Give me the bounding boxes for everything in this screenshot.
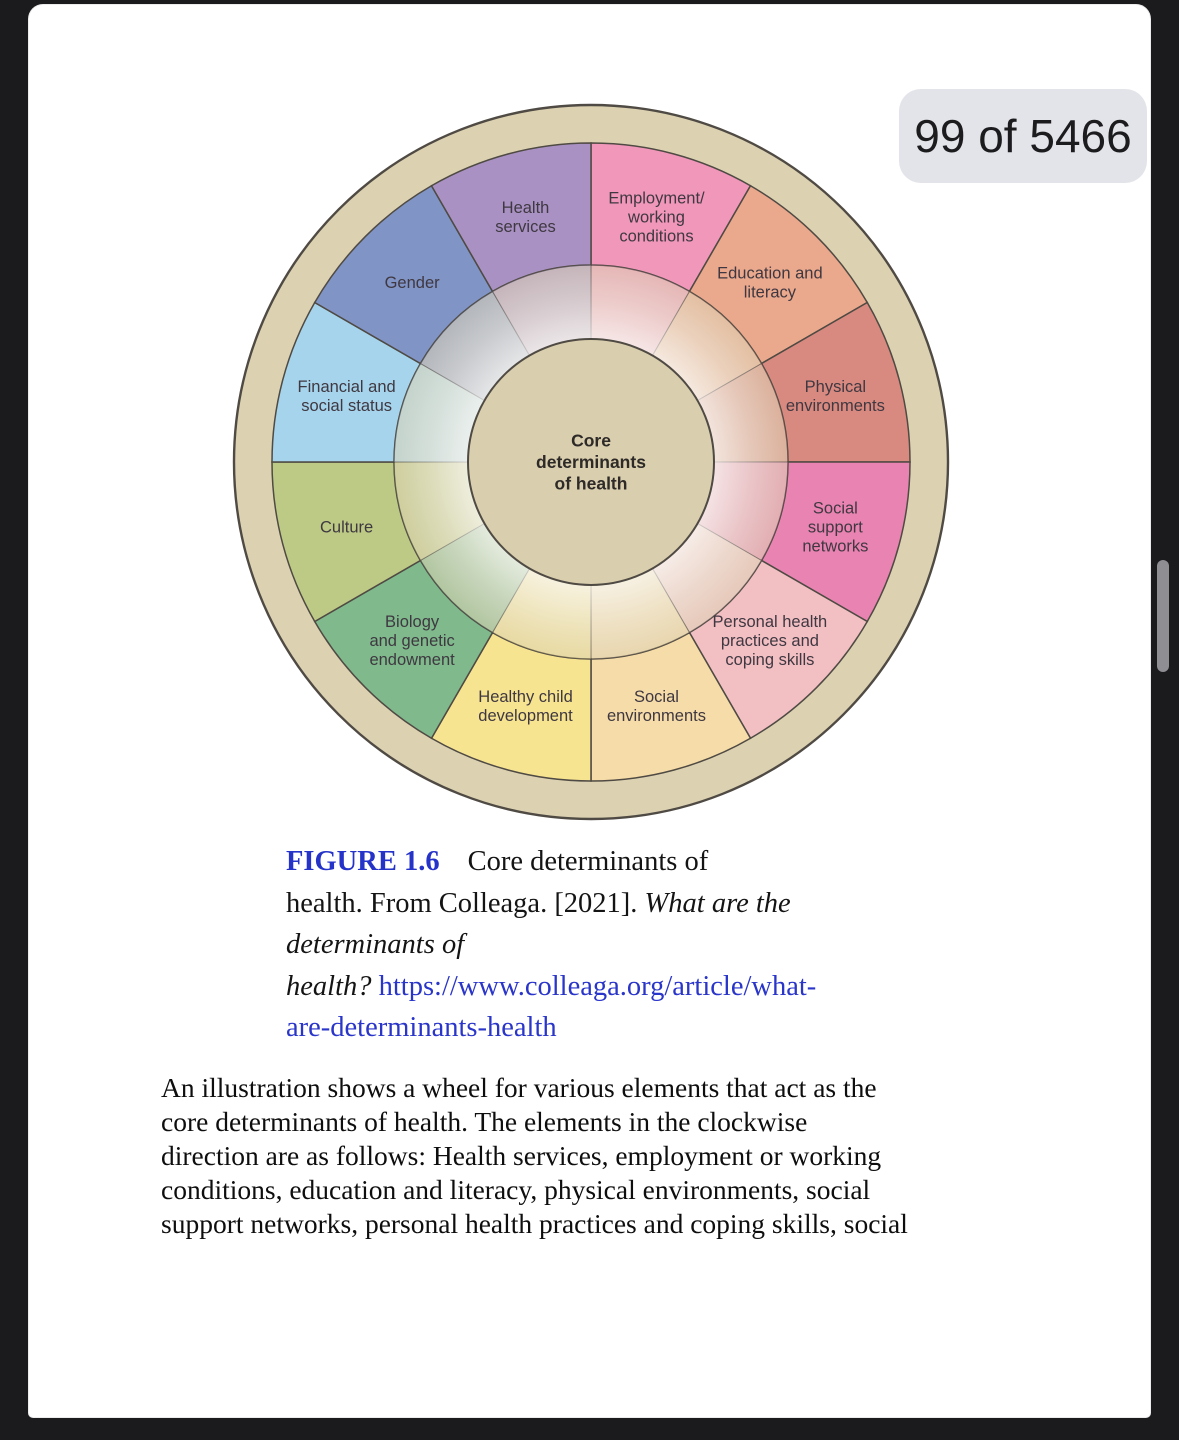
wheel-segment-label: Gender	[385, 274, 441, 292]
page-indicator-badge: 99 of 5466	[899, 89, 1147, 183]
figure-number-label: FIGURE 1.6	[286, 846, 440, 877]
wheel-center-circle	[467, 338, 715, 586]
page-indicator-label: 99 of 5466	[914, 110, 1132, 162]
description-line: An illustration shows a wheel for variou…	[161, 1072, 877, 1103]
description-line: support networks, personal health practi…	[161, 1208, 908, 1239]
caption-line: determinants of	[286, 924, 946, 966]
caption-line: are-determinants-health	[286, 1007, 946, 1049]
caption-line: health. From Colleaga. [2021]. What are …	[286, 883, 946, 925]
caption-line: FIGURE 1.6 Core determinants of	[286, 841, 946, 883]
caption-text: determinants of	[286, 929, 465, 960]
wheel-segment-label: Culture	[320, 518, 373, 536]
description-line: conditions, education and literacy, phys…	[161, 1174, 871, 1205]
description-line: core determinants of health. The element…	[161, 1106, 808, 1137]
scrollbar-thumb[interactable]	[1157, 560, 1169, 672]
caption-link[interactable]: https://www.colleaga.org/article/what-	[378, 970, 817, 1002]
caption-line: health? https://www.colleaga.org/article…	[286, 966, 946, 1008]
caption-link[interactable]: are-determinants-health	[286, 1012, 557, 1043]
figure-description: An illustration shows a wheel for variou…	[161, 1071, 1061, 1241]
caption-text: Core determinants of	[467, 846, 709, 877]
figure-caption: FIGURE 1.6 Core determinants of health. Fr…	[286, 841, 946, 1049]
description-line: direction are as follows: Health service…	[161, 1140, 882, 1171]
caption-text: What are the	[644, 887, 791, 919]
caption-text: health. From Colleaga. [2021].	[286, 887, 645, 919]
caption-text: health?	[286, 970, 379, 1002]
